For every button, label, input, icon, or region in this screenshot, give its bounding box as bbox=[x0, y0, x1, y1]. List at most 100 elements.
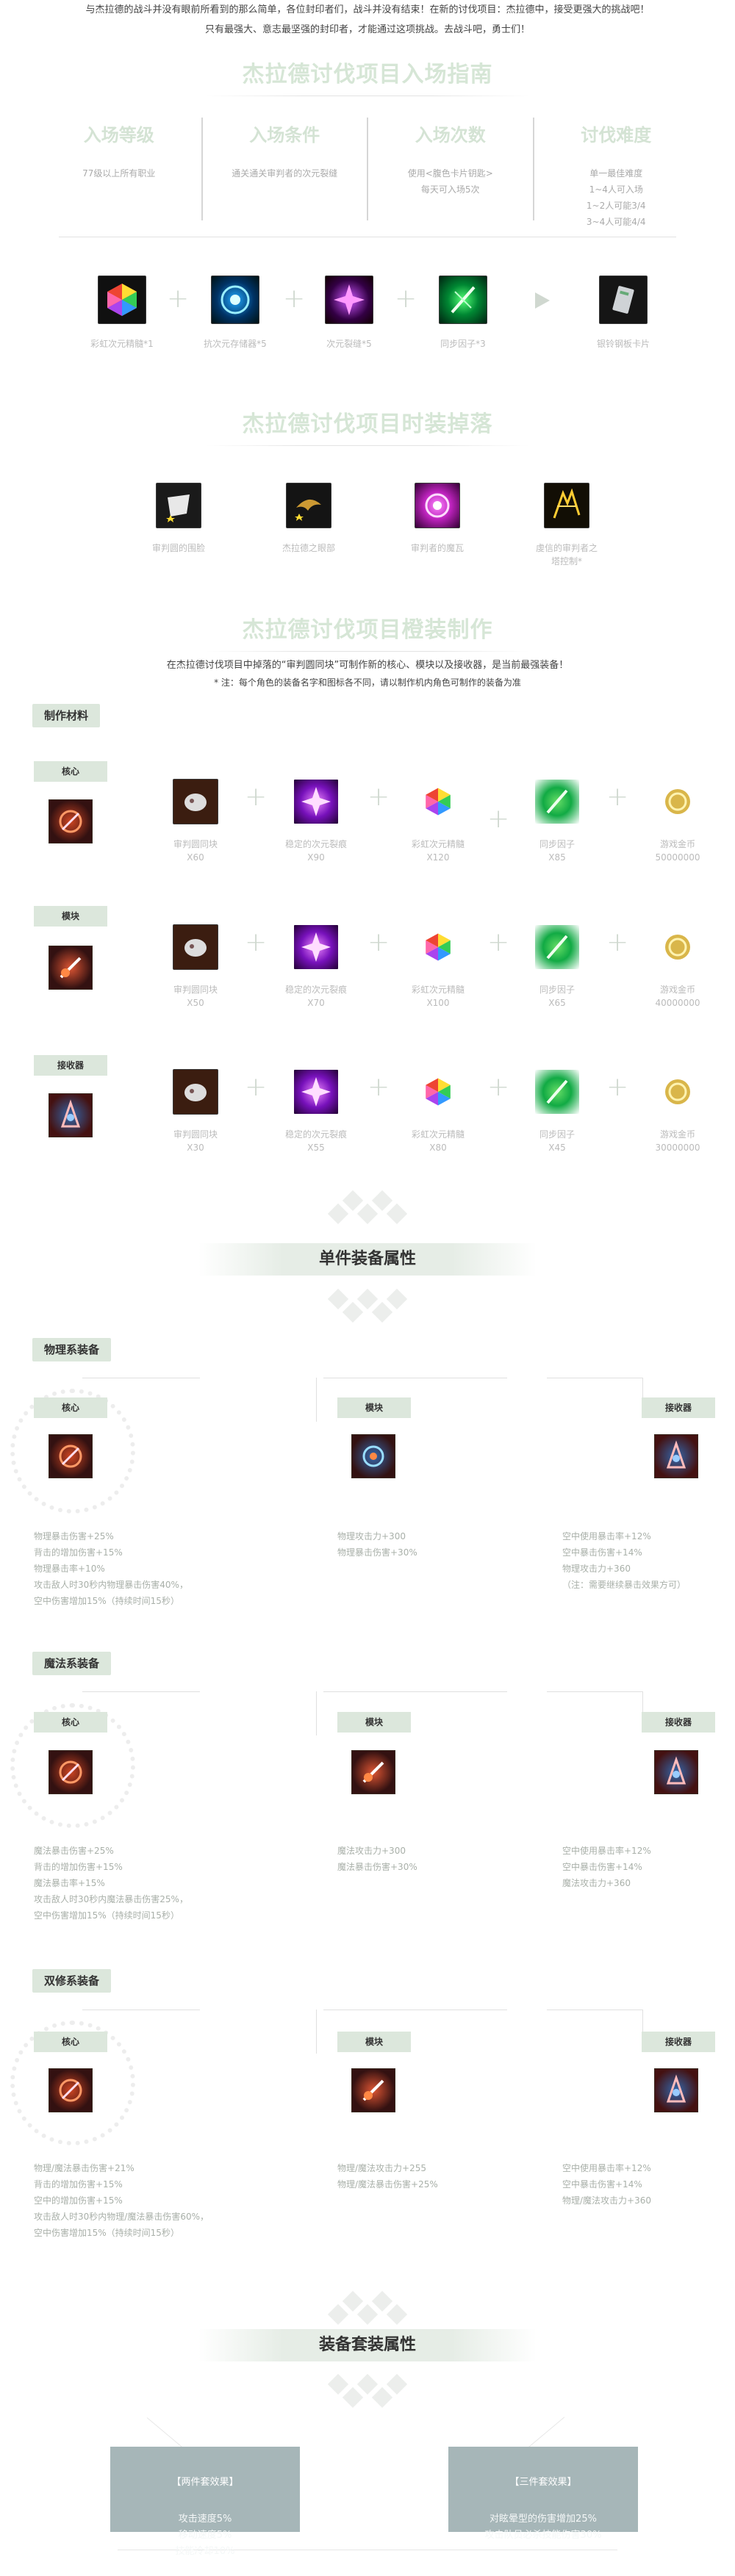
dual-module-label: 模块 bbox=[337, 2032, 411, 2052]
plus-sign: + bbox=[606, 782, 629, 812]
entry-requirements: 入场等级 77级以上所有职业 入场条件 通关通关审判者的次元裂缝 入场次数 使用… bbox=[37, 118, 698, 227]
plus-sign: + bbox=[487, 1072, 510, 1102]
frame-line bbox=[316, 1691, 317, 1735]
set-attr-banner: 装备套装属性 bbox=[198, 2329, 537, 2361]
group-dual-label: 双修系装备 bbox=[32, 1969, 112, 1993]
green-crystal-icon bbox=[534, 1069, 580, 1115]
physical-module-icon bbox=[351, 1434, 395, 1478]
group-physical-label: 物理系装备 bbox=[32, 1338, 112, 1361]
craft-core-material-1: 审判圆同块 X60 bbox=[144, 779, 247, 864]
judgment-fragment-icon bbox=[173, 779, 218, 824]
judgment-fragment-icon bbox=[173, 1069, 218, 1115]
costume-item-2: 杰拉德之眼部 bbox=[257, 483, 360, 555]
craft-desc-line-1: 在杰拉德讨伐项目中掉落的“审判圆同块”可制作新的核心、模块以及接收器，是当前最强… bbox=[166, 660, 569, 671]
frame-line bbox=[642, 1691, 643, 1713]
entry-col-level: 入场等级 77级以上所有职业 bbox=[37, 118, 203, 220]
physical-receiver-label: 接收器 bbox=[642, 1397, 715, 1418]
magic-module-stats: 魔法攻击力+300 魔法暴击伤害+30% bbox=[337, 1846, 417, 1872]
deco-circle bbox=[10, 1703, 135, 1828]
craft-module-material-5: 游戏金币 40000000 bbox=[626, 924, 729, 1010]
dual-core-icon bbox=[49, 2068, 93, 2112]
craft-module-material-3: 彩虹次元精髓 X100 bbox=[387, 924, 490, 1010]
costume-title: 杰拉德讨伐项目时装掉落 bbox=[0, 406, 735, 446]
plus-sign: + bbox=[487, 804, 510, 834]
silver-card-icon bbox=[599, 276, 648, 324]
physical-module-stats: 物理攻击力+300 物理暴击伤害+30% bbox=[337, 1531, 417, 1558]
rainbow-gem-icon bbox=[98, 276, 146, 324]
intro-line-1: 与杰拉德的战斗并没有眼前所看到的那么简单，各位封印者们，战斗并没有结束！在新的讨… bbox=[85, 4, 650, 15]
frame-line bbox=[316, 1378, 317, 1422]
title-rule bbox=[206, 651, 529, 652]
stable-rift-icon bbox=[293, 779, 339, 824]
diamond-deco bbox=[323, 1190, 412, 1243]
plus-sign: + bbox=[245, 927, 268, 957]
two-piece-set-title: 【两件套效果】 bbox=[171, 2477, 239, 2488]
physical-receiver-stats: 空中使用暴击率+12% 空中暴击伤害+14% 物理攻击力+360 （注：需要继续… bbox=[562, 1531, 686, 1590]
frame-line bbox=[82, 1691, 200, 1692]
gold-armor-icon bbox=[544, 483, 589, 528]
plus-sign: + bbox=[395, 284, 417, 314]
magic-core-stats: 魔法暴击伤害+25% 背击的增加伤害+15% 魔法暴击率+15% 攻击敌人时30… bbox=[34, 1846, 188, 1921]
magic-core-label: 核心 bbox=[34, 1712, 107, 1733]
craft-receiver-material-4: 同步因子 X45 bbox=[506, 1069, 609, 1154]
plus-sign: + bbox=[606, 1072, 629, 1102]
frame-line bbox=[642, 1378, 643, 1400]
craft-row-receiver-label: 接收器 bbox=[34, 1055, 107, 1076]
physical-core-stats: 物理暴击伤害+25% 背击的增加伤害+15% 物理暴击率+10% 攻击敌人时30… bbox=[34, 1531, 188, 1606]
deco-circle bbox=[10, 2021, 135, 2145]
magic-receiver-stats: 空中使用暴击率+12% 空中暴击伤害+14% 魔法攻击力+360 bbox=[562, 1846, 651, 1888]
rainbow-gem-icon bbox=[415, 779, 461, 824]
entry-guide-title: 杰拉德讨伐项目入场指南 bbox=[0, 56, 735, 96]
intro-line-2: 只有最强大、意志最坚强的封印者，才能通过这项挑战。去战斗吧，勇士们！ bbox=[204, 24, 530, 35]
entry-item-rainbow: 彩虹次元精髓*1 bbox=[71, 276, 173, 350]
entry-col-condition: 入场条件 通关通关审判者的次元裂缝 bbox=[203, 118, 368, 220]
three-piece-set-box: 【三件套效果】 对眩晕型的伤害增加25% 攻击队员必杀技能伤害30% bbox=[448, 2447, 638, 2541]
craft-module-material-2: 稳定的次元裂痕 X70 bbox=[265, 924, 368, 1010]
entry-item-storage: 抗次元存储器*5 bbox=[184, 276, 287, 350]
core-item-icon bbox=[49, 799, 93, 843]
plus-sign: + bbox=[245, 782, 268, 812]
dual-receiver-label: 接收器 bbox=[642, 2032, 715, 2052]
deco-circle bbox=[10, 1389, 135, 1514]
magic-core-icon bbox=[49, 1750, 93, 1794]
pink-aura-icon bbox=[415, 483, 460, 528]
plus-sign: + bbox=[606, 927, 629, 957]
diamond-deco bbox=[323, 1284, 412, 1328]
craft-description: 在杰拉德讨伐项目中掉落的“审判圆同块”可制作新的核心、模块以及接收器，是当前最强… bbox=[0, 655, 735, 690]
diamond-deco bbox=[323, 2370, 412, 2414]
magic-receiver-icon bbox=[654, 1750, 698, 1794]
white-mask-icon bbox=[156, 483, 201, 528]
costume-item-4: 虔信的审判者之 塔控制* bbox=[515, 483, 618, 568]
plus-sign: + bbox=[368, 1072, 390, 1102]
craft-module-material-1: 审判圆同块 X50 bbox=[144, 924, 247, 1010]
craft-module-material-4: 同步因子 X65 bbox=[506, 924, 609, 1010]
entry-item-rift: 次元裂缝*5 bbox=[298, 276, 401, 350]
gold-wing-icon bbox=[286, 483, 331, 528]
craft-core-material-5: 游戏金币 50000000 bbox=[626, 779, 729, 864]
craft-receiver-material-1: 审判圆同块 X30 bbox=[144, 1069, 247, 1154]
craft-row-module-label: 模块 bbox=[34, 906, 107, 927]
rainbow-gem-icon bbox=[415, 1069, 461, 1115]
dual-receiver-icon bbox=[654, 2068, 698, 2112]
module-item-icon bbox=[49, 946, 93, 990]
entry-item-ticket: 银铃钢板卡片 bbox=[572, 276, 675, 350]
energy-orb-icon bbox=[211, 276, 259, 324]
magic-module-icon bbox=[351, 1750, 395, 1794]
gold-coin-icon bbox=[655, 924, 700, 970]
entry-col-difficulty: 讨伐难度 单一最佳难度 1~4人可入场 1~2人可能3/4 3~4人可能4/4 bbox=[581, 125, 652, 227]
craft-core-material-4: 同步因子 X85 bbox=[506, 779, 609, 864]
two-piece-set-effects: 攻击速度5% 移动速度5% 技能冷却10% bbox=[175, 2514, 235, 2557]
group-magic-label: 魔法系装备 bbox=[32, 1652, 112, 1675]
craft-core-material-3: 彩虹次元精髓 X120 bbox=[387, 779, 490, 864]
three-piece-set-effects: 对眩晕型的伤害增加25% 攻击队员必杀技能伤害30% bbox=[484, 2514, 602, 2541]
craft-receiver-material-2: 稳定的次元裂痕 X55 bbox=[265, 1069, 368, 1154]
stable-rift-icon bbox=[293, 1069, 339, 1115]
green-crystal-icon bbox=[439, 276, 487, 324]
physical-receiver-icon bbox=[654, 1434, 698, 1478]
green-crystal-icon bbox=[534, 924, 580, 970]
materials-label: 制作材料 bbox=[32, 704, 101, 727]
craft-receiver-material-3: 彩虹次元精髓 X80 bbox=[387, 1069, 490, 1154]
frame-line bbox=[316, 2010, 317, 2054]
dual-module-icon bbox=[351, 2068, 395, 2112]
physical-core-icon bbox=[49, 1434, 93, 1478]
